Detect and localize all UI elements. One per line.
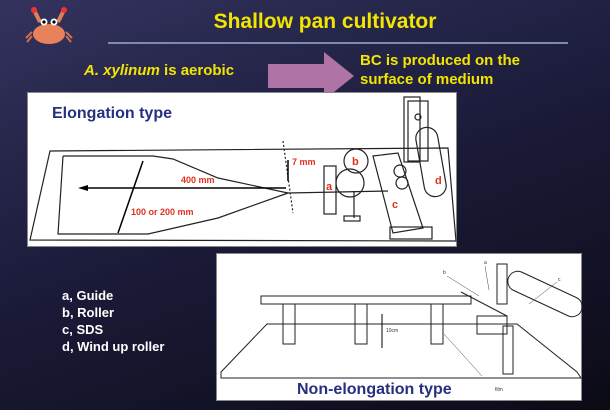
crab-mascot-icon xyxy=(24,4,74,53)
non-elongation-diagram: 10cm a b c film xyxy=(220,260,583,393)
result-line-2: surface of medium xyxy=(360,71,494,88)
right-arrow-icon xyxy=(268,52,354,105)
part-label-a: a xyxy=(484,260,487,266)
dim-gap-label: 7 mm xyxy=(292,157,316,167)
organism-name: A. xylinum xyxy=(84,62,160,79)
title-divider xyxy=(108,42,568,44)
part-label-c: c xyxy=(392,199,398,211)
non-elongation-type-figure: 10cm a b c film Non-elongation type xyxy=(216,253,583,401)
lead-statement: A. xylinum is aerobic xyxy=(84,62,234,79)
dim-height-label: 10cm xyxy=(386,328,398,334)
result-line-1: BC is produced on the xyxy=(360,52,521,69)
elongation-title: Elongation type xyxy=(52,105,172,122)
lead-text: is aerobic xyxy=(159,62,235,79)
part-label-a: a xyxy=(326,181,333,193)
part-label-d: d xyxy=(435,175,442,187)
elongation-diagram: 400 mm 100 or 200 mm 7 mm a b c d xyxy=(29,96,457,242)
parts-legend: a, Guide b, Roller c, SDS d, Wind up rol… xyxy=(62,287,164,355)
non-elongation-title: Non-elongation type xyxy=(297,381,452,398)
legend-item: d, Wind up roller xyxy=(62,339,165,354)
legend-item: b, Roller xyxy=(62,305,115,320)
dim-length-label: 400 mm xyxy=(181,175,215,185)
part-label-b: b xyxy=(443,270,446,276)
part-label-b: b xyxy=(352,156,359,168)
part-label-c: c xyxy=(558,277,561,283)
film-label: film xyxy=(495,387,503,393)
legend-item: a, Guide xyxy=(62,288,114,303)
result-statement: BC is produced on the surface of medium xyxy=(360,51,520,89)
elongation-type-figure: Elongation type 400 mm 100 or 200 mm 7 m… xyxy=(27,92,457,247)
slide-title: Shallow pan cultivator xyxy=(213,10,437,33)
dim-width-label: 100 or 200 mm xyxy=(131,207,194,217)
legend-item: c, SDS xyxy=(62,322,104,337)
